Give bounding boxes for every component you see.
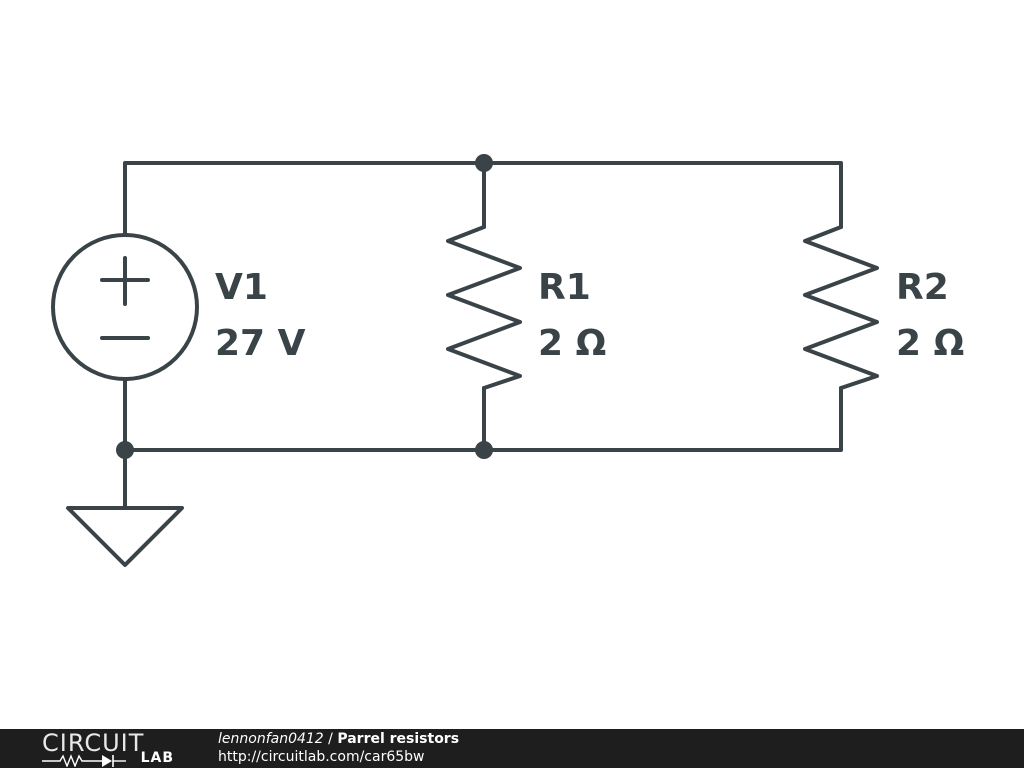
plus-sign-icon [100, 256, 150, 306]
voltage-source-circle [51, 233, 199, 381]
circuit-url[interactable]: http://circuitlab.com/car65bw [218, 749, 425, 765]
r2-name-label: R2 [896, 267, 949, 308]
resistor-r1[interactable] [446, 225, 522, 390]
circuit-title[interactable]: Parrel resistors [337, 731, 460, 747]
resistor-r2[interactable] [803, 225, 879, 390]
logo-resistor-diode-icon [42, 754, 126, 767]
ground-icon[interactable] [66, 506, 184, 567]
logo-lab-text: LAB [140, 750, 174, 766]
author-link[interactable]: lennonfan0412 [218, 731, 324, 747]
r1-name-label: R1 [538, 267, 591, 308]
junction-bottom-middle [475, 441, 493, 459]
circuitlab-logo[interactable]: CIRCUIT LAB [42, 731, 174, 767]
junction-bottom-left [116, 441, 134, 459]
credit-separator: / [323, 731, 338, 747]
voltage-source-v1[interactable] [51, 233, 199, 381]
footer-bar: CIRCUIT LAB lennonfan0412 / Parrel resis… [0, 729, 1024, 768]
v1-value-label: 27 V [215, 323, 306, 364]
logo-circuit-text: CIRCUIT [42, 729, 145, 757]
r2-value-label: 2 Ω [896, 323, 964, 364]
circuit-credit: lennonfan0412 / Parrel resistors [218, 731, 459, 748]
v1-name-label: V1 [215, 267, 268, 308]
junction-top [475, 154, 493, 172]
r1-value-label: 2 Ω [538, 323, 606, 364]
